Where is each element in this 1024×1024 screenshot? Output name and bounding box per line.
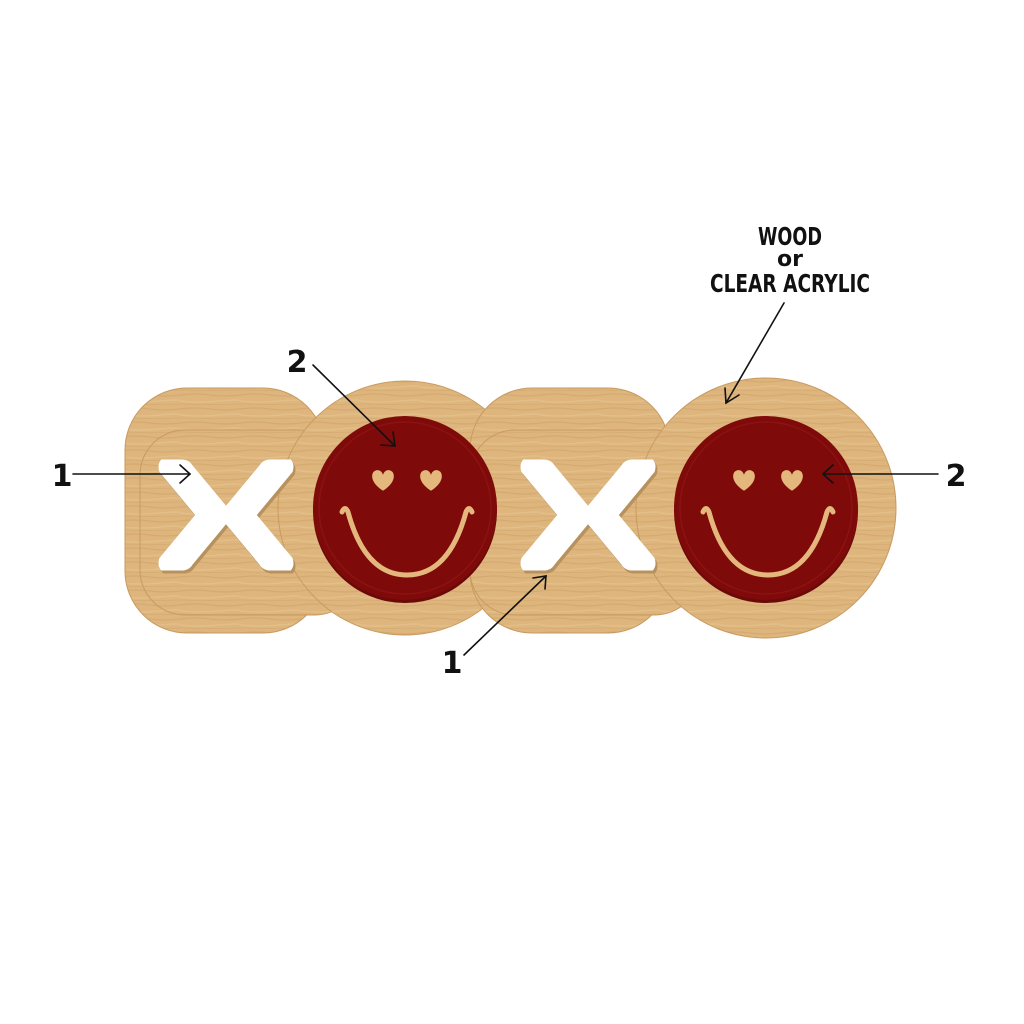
material-label-line3: CLEAR ACRYLIC: [710, 269, 870, 298]
material-label: WOOD or CLEAR ACRYLIC: [710, 222, 870, 298]
smiley-face-icon: [313, 416, 497, 600]
callout-number-o-right: 2: [946, 459, 967, 494]
callout-numbers: 1 2 1 2: [52, 345, 967, 681]
arrow-icon: [312, 364, 396, 447]
arrow-icon: [72, 464, 192, 484]
callout-number-x-right: 1: [442, 646, 463, 681]
material-label-line2: or: [777, 247, 803, 272]
callout-arrows: [72, 302, 939, 656]
arrow-icon: [724, 302, 785, 405]
arrow-icon: [821, 464, 939, 484]
smiley-left: [313, 416, 497, 603]
callout-number-o-left: 2: [287, 345, 308, 380]
smiley-face-icon: [674, 416, 858, 600]
material-label-line1: WOOD: [758, 222, 822, 251]
smiley-right: [674, 416, 858, 603]
callout-number-x-left: 1: [52, 459, 73, 494]
arrow-icon: [463, 575, 547, 656]
